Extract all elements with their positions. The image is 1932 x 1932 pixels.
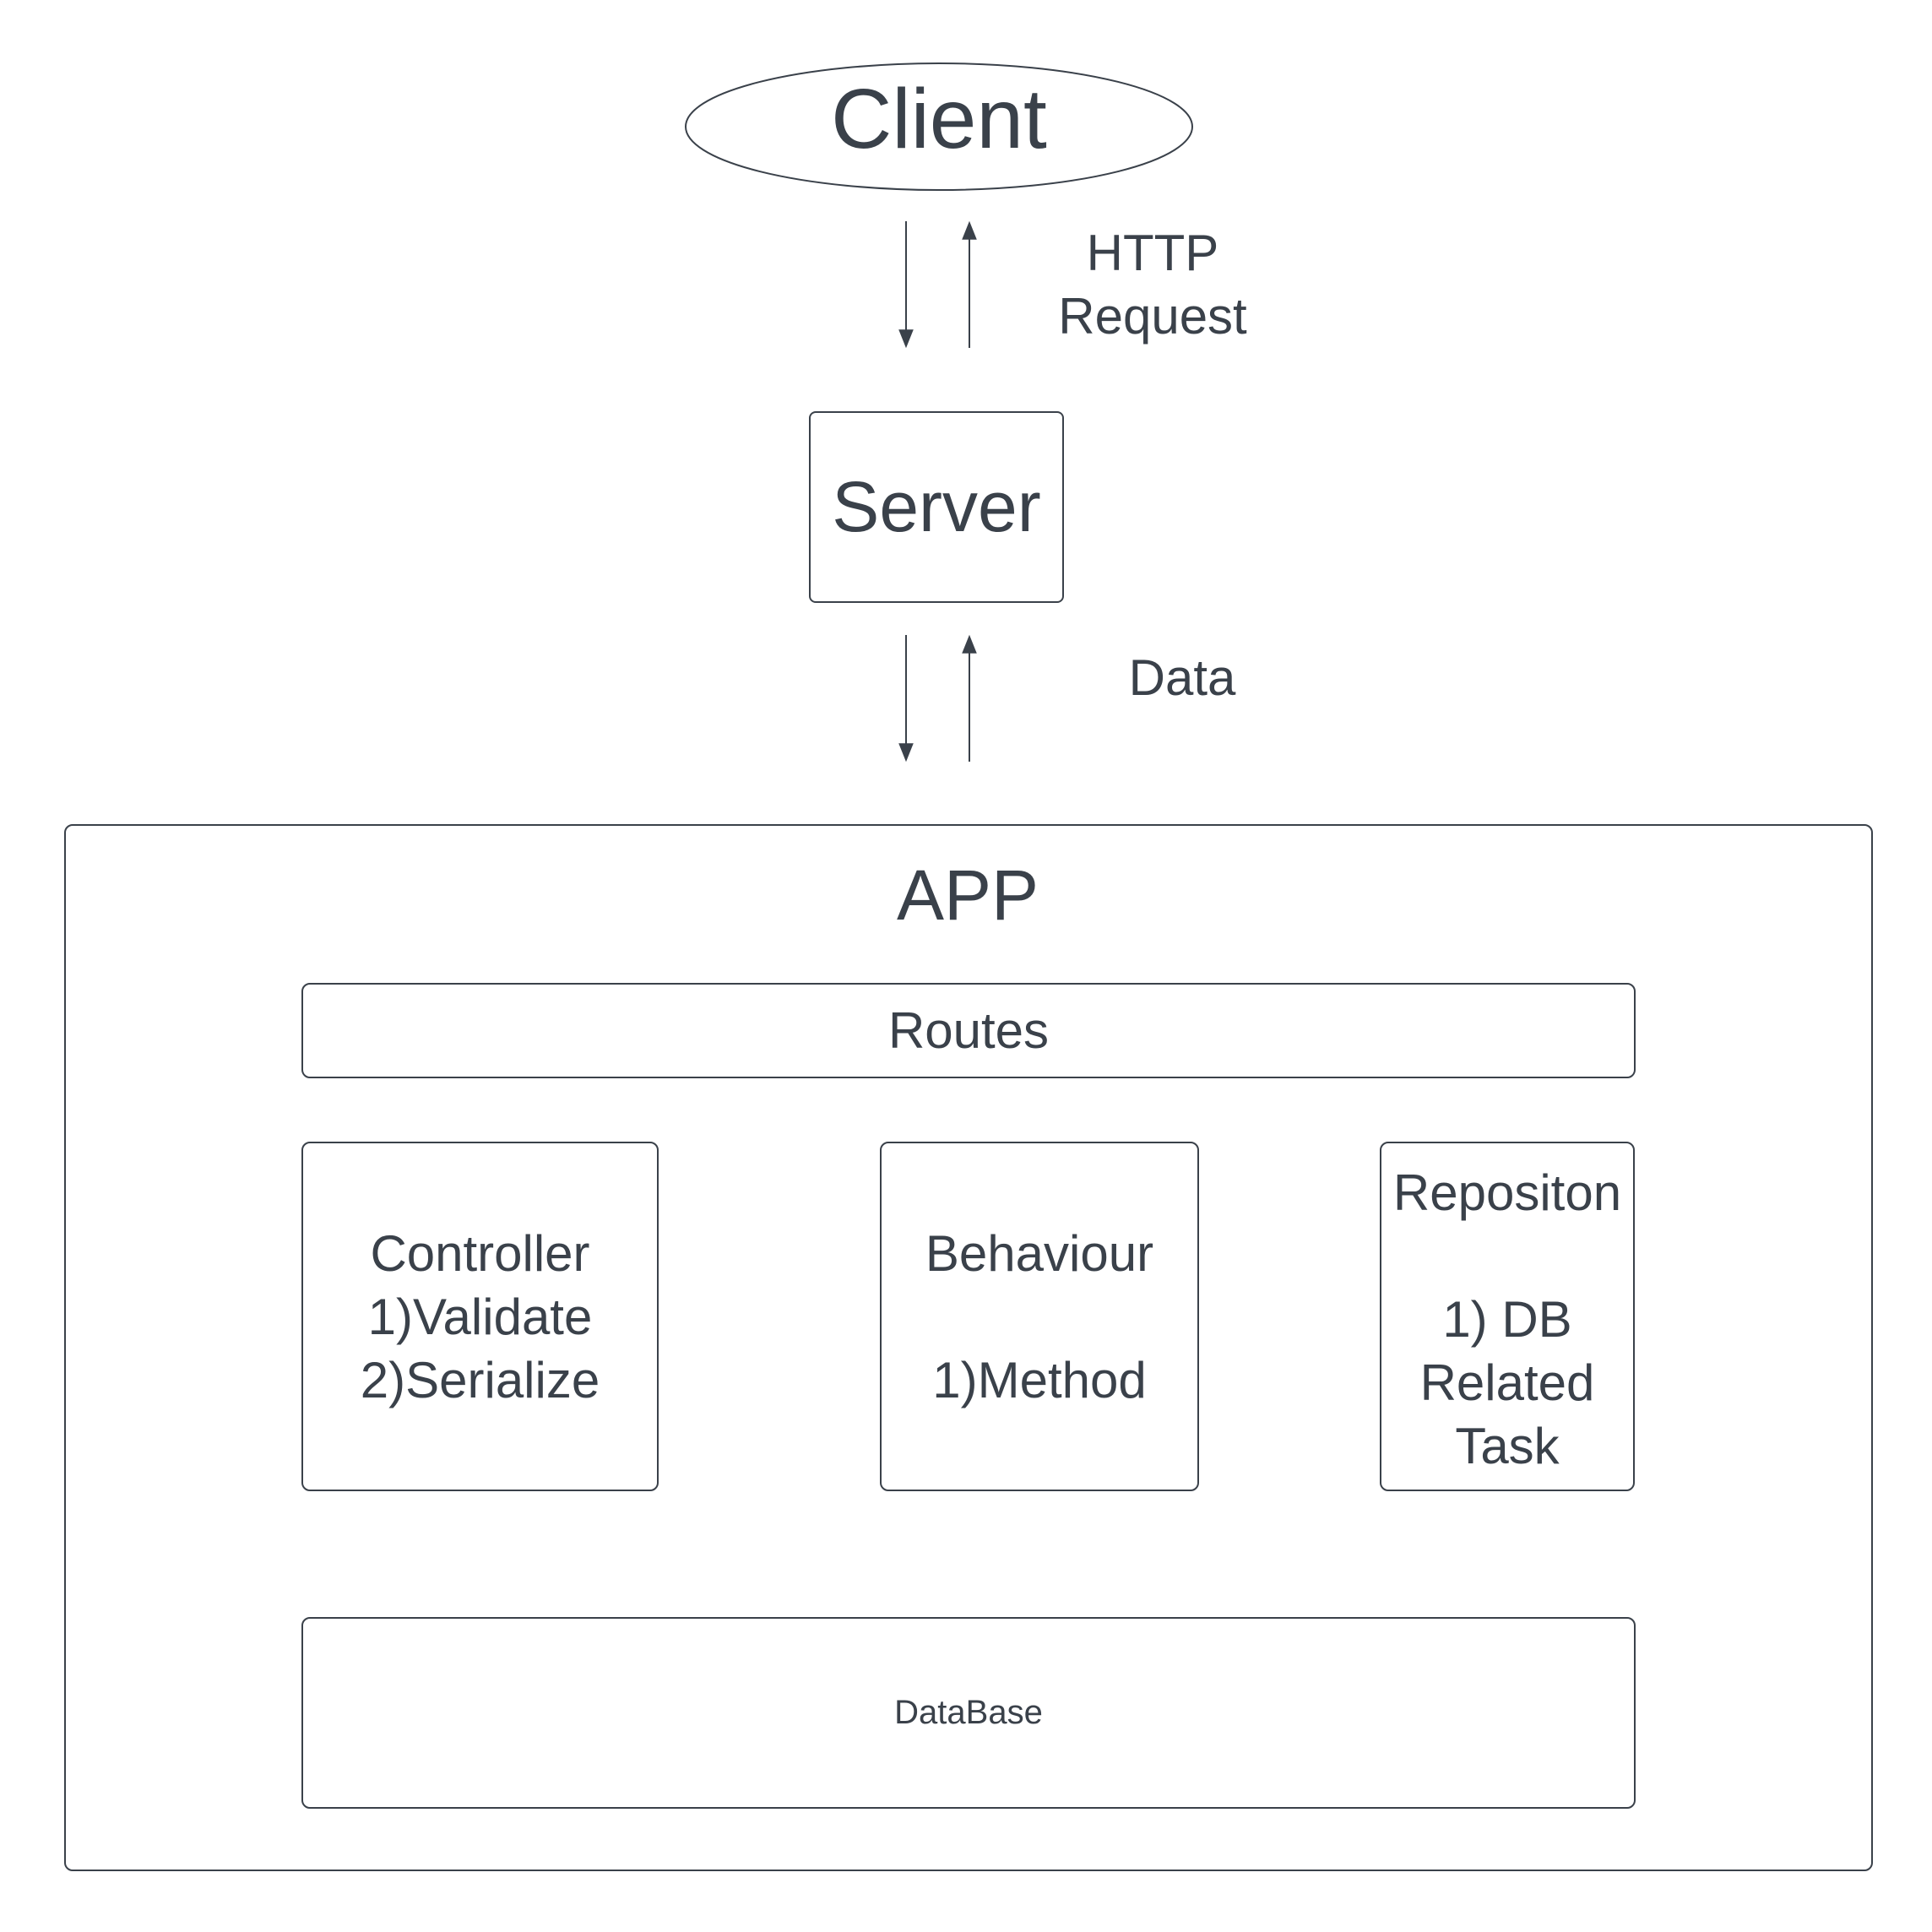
routes-label: Routes: [887, 1002, 1050, 1059]
controller-label: Controller 1)Validate 2)Serialize: [360, 1224, 600, 1408]
app-title: APP: [896, 855, 1039, 935]
behaviour-node[interactable]: Behaviour 1)Method: [880, 1142, 1199, 1491]
behaviour-label: Behaviour 1)Method: [925, 1224, 1154, 1408]
routes-node[interactable]: Routes: [301, 983, 1636, 1078]
repository-node[interactable]: Repositon 1) DB Related Task: [1380, 1142, 1635, 1491]
server-label: Server: [832, 467, 1041, 546]
database-node[interactable]: DataBase: [301, 1617, 1636, 1809]
server-node[interactable]: Server: [809, 411, 1064, 603]
database-label: DataBase: [894, 1694, 1043, 1731]
http-request-label: HTTP Request: [1058, 225, 1247, 345]
client-ellipse[interactable]: [685, 62, 1193, 191]
repository-label: Repositon 1) DB Related Task: [1392, 1164, 1622, 1474]
controller-node[interactable]: Controller 1)Validate 2)Serialize: [301, 1142, 659, 1491]
data-label: Data: [1128, 649, 1236, 706]
client-label: Client: [831, 72, 1047, 166]
